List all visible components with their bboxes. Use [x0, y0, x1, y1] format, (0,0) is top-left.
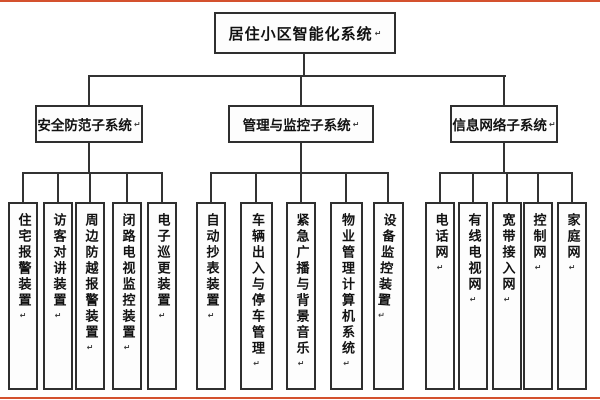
leaf-node-equipment-monitoring: 设备监控装置↵ [373, 202, 404, 390]
paragraph-mark: ↵ [533, 263, 543, 272]
connector-line [439, 172, 441, 202]
paragraph-mark: ↵ [85, 343, 95, 352]
leaf-node-label: 控制网 [530, 213, 546, 261]
root-node-label: 居住小区智能化系统 [228, 24, 373, 43]
paragraph-mark: ↵ [567, 263, 577, 272]
paragraph-mark: ↵ [352, 119, 360, 129]
leaf-node-label: 自动抄表装置 [203, 213, 219, 309]
top-border-line [0, 0, 600, 2]
connector-line [300, 143, 302, 173]
leaf-node-label: 家庭网 [564, 213, 580, 261]
leaf-node-cctv-monitoring: 闭路电视监控装置 ↵ [112, 202, 142, 390]
leaf-node-label: 有线电视网 [465, 213, 481, 293]
branch-node-label: 安全防范子系统 [37, 118, 132, 134]
connector-line [88, 143, 90, 173]
paragraph-mark: ↵ [296, 359, 306, 368]
connector-line [387, 172, 389, 202]
leaf-node-label: 闭路电视监控装置 [119, 213, 135, 341]
root-node-smart-community-system: 居住小区智能化系统↵ [214, 12, 396, 54]
leaf-node-property-computer: 物业管理计算机系统 ↵ [330, 202, 363, 390]
connector-line [89, 172, 91, 202]
paragraph-mark: ↵ [548, 119, 556, 129]
connector-line [88, 75, 506, 77]
paragraph-mark: ↵ [53, 311, 63, 320]
connector-line [303, 54, 305, 77]
connector-line [255, 172, 257, 202]
paragraph-mark: ↵ [122, 343, 132, 352]
leaf-node-home-network: 家庭网 ↵ [557, 202, 587, 390]
leaf-node-broadband-access-network: 宽带接入网 ↵ [492, 202, 522, 390]
connector-line [345, 172, 347, 202]
leaf-node-label: 访客对讲装置 [50, 213, 66, 309]
branch-node-label: 管理与监控子系统 [242, 118, 351, 134]
connector-line [300, 75, 302, 105]
paragraph-mark: ↵ [374, 28, 382, 38]
paragraph-mark: ↵ [468, 295, 478, 304]
leaf-node-label: 紧急广播与背景音乐 [293, 213, 309, 357]
leaf-node-cable-tv-network: 有线电视网 ↵ [458, 202, 488, 390]
bottom-border-line [0, 397, 600, 399]
paragraph-mark: ↵ [342, 359, 351, 368]
leaf-node-label: 电话网 [432, 213, 448, 261]
branch-node-label: 信息网络子系统 [452, 118, 547, 134]
connector-line [88, 75, 90, 105]
connector-line [161, 172, 163, 202]
connector-line [503, 143, 505, 173]
paragraph-mark: ↵ [376, 310, 387, 321]
leaf-node-label: 电子巡更装置 [154, 213, 170, 309]
leaf-node-label: 周边防越报警装置 [82, 213, 98, 341]
leaf-node-vehicle-parking: 车辆出入与停车管理 ↵ [240, 202, 273, 390]
branch-node-security: 安全防范子系统↵ [35, 105, 143, 143]
connector-line [210, 172, 212, 202]
connector-line [472, 172, 474, 202]
connector-line [22, 172, 24, 202]
leaf-node-label: 物业管理计算机系统 [339, 213, 354, 357]
connector-line [300, 172, 302, 202]
paragraph-mark: ↵ [157, 311, 167, 320]
connector-line [126, 172, 128, 202]
paragraph-mark: ↵ [18, 311, 28, 320]
paragraph-mark: ↵ [206, 311, 216, 320]
leaf-node-label: 设备监控装置 [374, 212, 396, 310]
connector-line [537, 172, 539, 202]
leaf-node-electronic-patrol: 电子巡更装置 ↵ [147, 202, 177, 390]
paragraph-mark: ↵ [133, 119, 141, 129]
connector-line [22, 172, 163, 174]
leaf-node-auto-meter-reading: 自动抄表装置 ↵ [196, 202, 226, 390]
paragraph-mark: ↵ [252, 359, 261, 368]
leaf-node-home-alarm: 住宅报警装置 ↵ [8, 202, 38, 390]
connector-line [57, 172, 59, 202]
paragraph-mark: ↵ [502, 295, 512, 304]
leaf-node-control-network: 控制网 ↵ [523, 202, 553, 390]
branch-node-management-monitoring: 管理与监控子系统↵ [228, 105, 374, 143]
leaf-node-emergency-broadcast: 紧急广播与背景音乐 ↵ [286, 202, 316, 390]
connector-line [506, 172, 508, 202]
leaf-node-label: 宽带接入网 [499, 213, 515, 293]
paragraph-mark: ↵ [435, 263, 445, 272]
connector-line [503, 75, 505, 105]
leaf-node-perimeter-alarm: 周边防越报警装置 ↵ [75, 202, 105, 390]
leaf-node-label: 住宅报警装置 [15, 213, 31, 309]
leaf-node-visitor-intercom: 访客对讲装置 ↵ [43, 202, 73, 390]
connector-line [571, 172, 573, 202]
leaf-node-label: 车辆出入与停车管理 [249, 213, 264, 357]
leaf-node-telephone-network: 电话网 ↵ [425, 202, 455, 390]
branch-node-information-network: 信息网络子系统↵ [450, 105, 558, 143]
connector-line [210, 172, 389, 174]
